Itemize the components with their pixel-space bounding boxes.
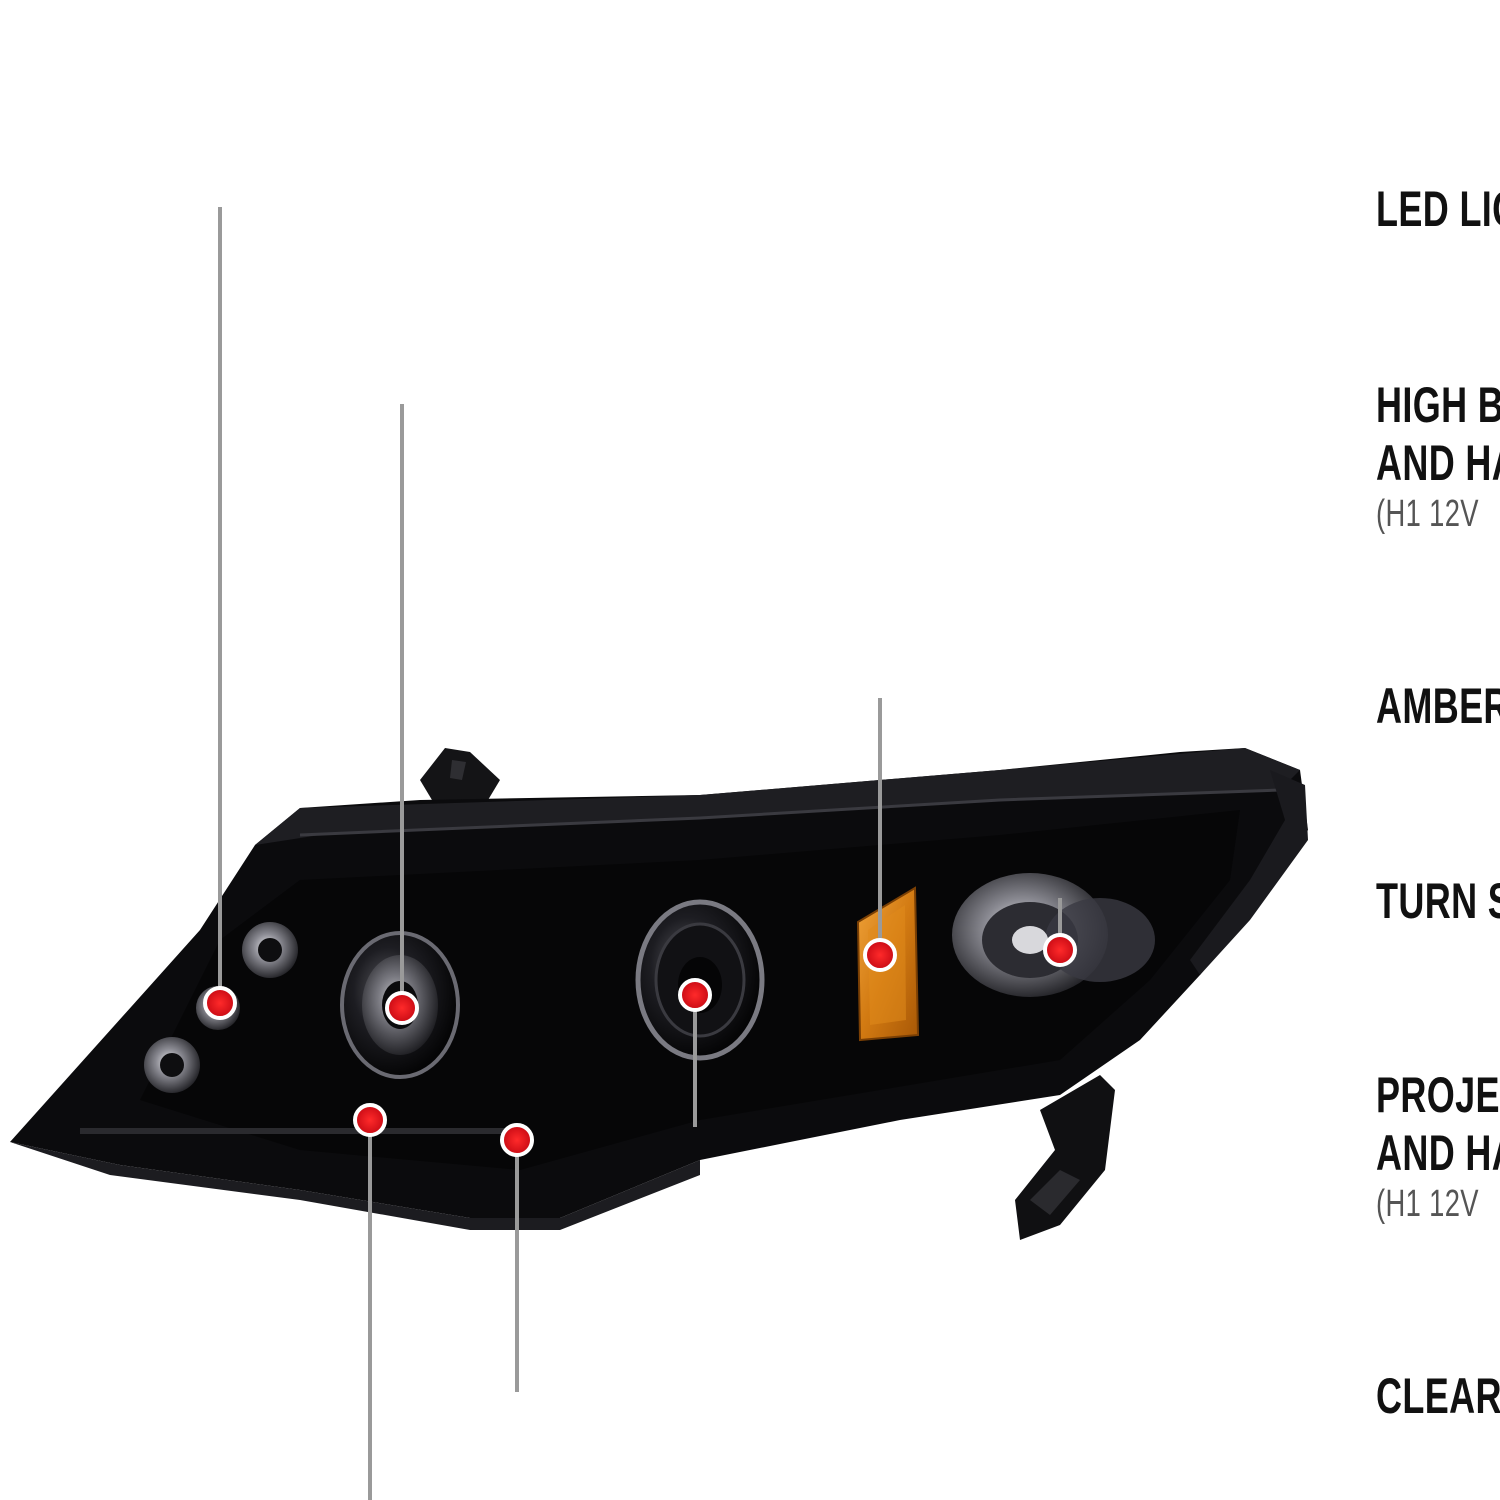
- marker-dot-amber: [863, 938, 897, 972]
- marker-dot-clear: [500, 1123, 534, 1157]
- headlight-housing: [10, 748, 1308, 1240]
- label-turn-title: TURN S: [1376, 873, 1500, 929]
- marker-dot-led: [203, 986, 237, 1020]
- label-amber-title: AMBER: [1376, 678, 1500, 734]
- label-high-beam: HIGH B AND HA (H1 12V: [1376, 376, 1500, 536]
- marker-dot-projector: [678, 978, 712, 1012]
- marker-dot-high-beam: [385, 991, 419, 1025]
- label-high-beam-sub: (H1 12V: [1376, 493, 1479, 535]
- marker-dot-bottom: [353, 1103, 387, 1137]
- label-amber: AMBER: [1376, 677, 1500, 735]
- marker-dot-turn: [1043, 933, 1077, 967]
- label-projector: PROJEC AND HA (H1 12V: [1376, 1066, 1500, 1226]
- label-high-beam-line1: HIGH B: [1376, 377, 1500, 433]
- label-led-light: LED LIG: [1376, 180, 1500, 238]
- label-led-title: LED LIG: [1376, 181, 1500, 237]
- label-projector-sub: (H1 12V: [1376, 1183, 1479, 1225]
- label-high-beam-line2: AND HA: [1376, 435, 1500, 491]
- label-projector-line1: PROJEC: [1376, 1067, 1500, 1123]
- label-clear: CLEAR: [1376, 1367, 1500, 1425]
- label-clear-title: CLEAR: [1376, 1368, 1500, 1424]
- label-turn-signal: TURN S: [1376, 872, 1500, 930]
- label-projector-line2: AND HA: [1376, 1125, 1500, 1181]
